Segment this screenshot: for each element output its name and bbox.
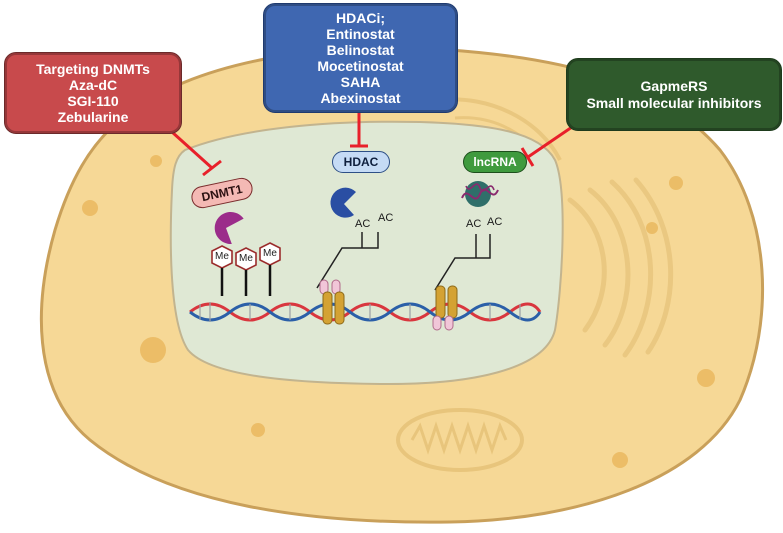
acetyl-label-2: AC — [378, 212, 394, 224]
dnmt-targeting-box: Targeting DNMTs Aza-dC SGI-110 Zebularin… — [4, 52, 182, 134]
dnmt-box-line-1: Targeting DNMTs — [36, 61, 150, 77]
gapmer-box-line-1: GapmeRS — [640, 77, 708, 94]
histone-2 — [432, 285, 458, 331]
hdac-box-line-2: Entinostat — [326, 26, 395, 42]
dnmt-box-line-3: SGI-110 — [67, 93, 119, 109]
inhibition-arrows — [170, 112, 576, 177]
hdac-box-line-6: Abexinostat — [320, 90, 401, 106]
methyl-label-3: Me — [263, 248, 277, 259]
nucleus — [169, 120, 564, 386]
hdac-inhibitors-box: HDACi; Entinostat Belinostat Mocetinosta… — [263, 3, 458, 113]
dna-base-pairs — [199, 302, 521, 322]
acetyl-label-3: AC — [466, 218, 482, 230]
acetyl-tails — [316, 232, 491, 291]
dnmt1-enzyme — [214, 212, 244, 244]
vesicles — [82, 155, 715, 468]
hdac-enzyme — [330, 187, 356, 218]
hdac-box-line-5: SAHA — [340, 74, 381, 90]
dnmt-box-line-4: Zebularine — [57, 109, 129, 125]
dnmt-box-line-2: Aza-dC — [68, 77, 118, 93]
methyl-stems — [220, 265, 272, 296]
methyl-label-1: Me — [215, 251, 229, 262]
hdac-box-line-1: HDACi; — [336, 10, 385, 26]
hdac-box-line-3: Belinostat — [326, 42, 395, 58]
hdac-label: HDAC — [332, 151, 390, 173]
methyl-groups — [211, 242, 281, 271]
gapmer-box: GapmeRS Small molecular inhibitors — [566, 58, 782, 131]
mitochondrion — [396, 408, 524, 472]
gapmer-box-line-2: Small molecular inhibitors — [586, 94, 762, 111]
lncrna-complex — [461, 181, 499, 207]
acetyl-label-4: AC — [487, 216, 503, 228]
methyl-label-2: Me — [239, 253, 253, 264]
hdac-box-line-4: Mocetinostat — [317, 58, 404, 74]
golgi-apparatus — [567, 177, 674, 358]
acetyl-label-1: AC — [355, 218, 371, 230]
lncrna-label: lncRNA — [463, 151, 527, 173]
histone-1 — [319, 279, 345, 325]
